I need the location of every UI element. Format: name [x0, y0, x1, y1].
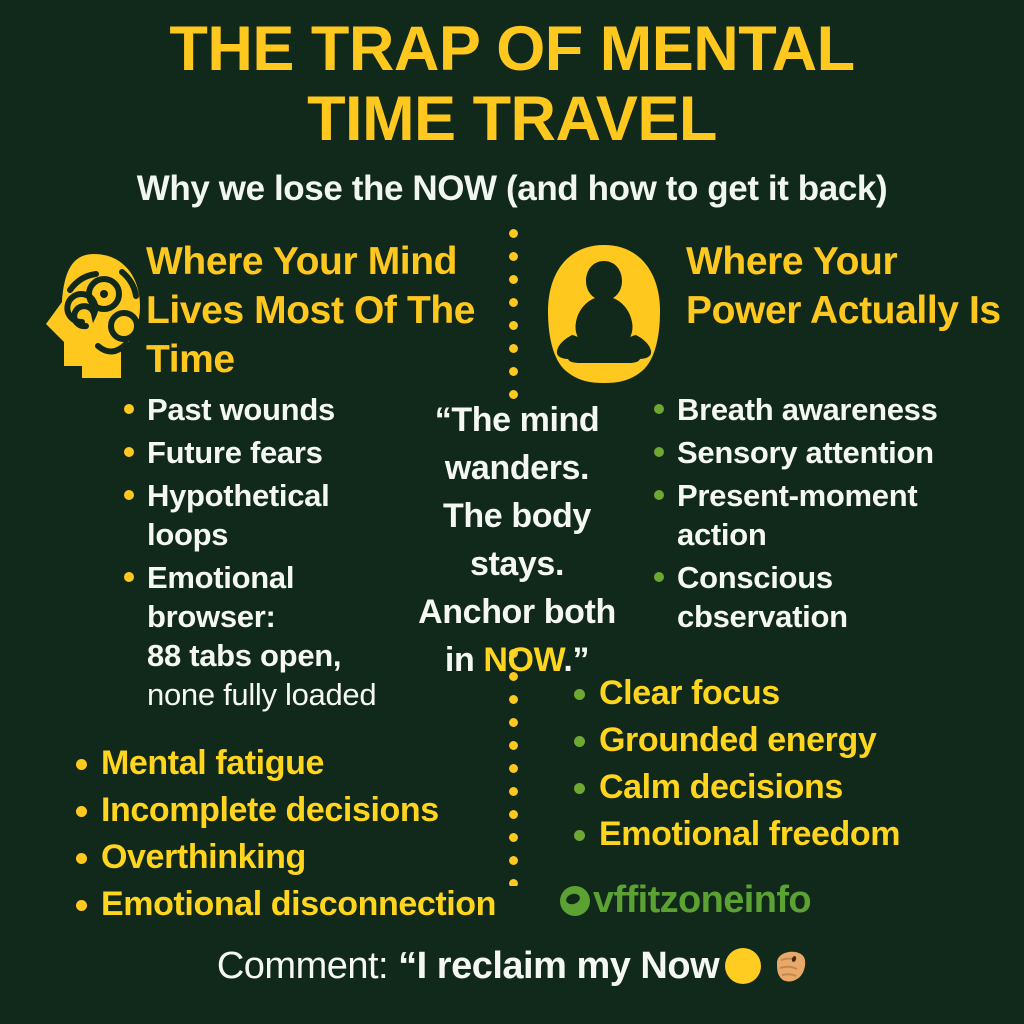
quote-line-5: in NOW.”	[392, 636, 642, 684]
watermark-handle: vffitzoneinfo	[558, 879, 812, 922]
footer-prefix: Comment:	[216, 945, 399, 987]
quote-line-1: “The mind	[434, 401, 600, 439]
left-column-heading: Where Your Mind Lives Most Of The Time	[146, 240, 476, 381]
emotional-browser-note: 88 tabs open,	[147, 638, 342, 673]
yellow-circle-emoji	[725, 948, 762, 984]
dotted-divider-bottom	[508, 648, 519, 886]
list-item: Past wounds	[118, 390, 403, 429]
list-item: Sensory attention	[648, 433, 993, 472]
list-item: Mental fatigue	[70, 740, 550, 787]
list-item: Calm decisions	[568, 764, 1008, 811]
left-consequences-list: Mental fatigue Incomplete decisions Over…	[70, 740, 550, 928]
list-item-label: Calm decisions	[599, 768, 843, 806]
list-item: Conscious cbservation	[648, 558, 993, 636]
left-mind-list: Past wounds Future fears Hypothetical lo…	[118, 390, 403, 718]
emotional-browser-note-2: none fully loaded	[147, 677, 377, 712]
list-item-label: Overthinking	[101, 838, 306, 876]
quote-now-highlight: NOW	[483, 641, 564, 679]
quote-suffix: .”	[563, 641, 590, 679]
list-item-label: Mental fatigue	[101, 744, 324, 782]
list-item-label: Hypothetical loops	[147, 478, 330, 552]
list-item: Clear focus	[568, 670, 1008, 717]
dotted-divider-top	[508, 228, 519, 410]
list-item-label: Emotional disconnection	[101, 885, 497, 923]
list-item: Breath awareness	[648, 390, 993, 429]
list-item: Present-moment action	[648, 476, 993, 554]
list-item: Incomplete decisions	[70, 787, 550, 834]
emotional-browser-label: Emotional browser:	[147, 560, 295, 634]
list-item-label: Grounded energy	[599, 721, 877, 759]
list-item-label: Present-moment action	[677, 478, 918, 552]
list-item: Emotional freedom	[568, 811, 1008, 858]
confused-head-icon	[36, 250, 151, 390]
quote-prefix: in	[444, 641, 484, 679]
list-item-label: Future fears	[147, 435, 323, 470]
title-line-1: THE TRAP OF MENTAL	[169, 14, 855, 84]
list-item-label: Clear focus	[599, 674, 780, 712]
quote-line-4: Anchor both	[418, 593, 616, 631]
quote-line-2: wanders.	[444, 449, 590, 487]
fist-emoji	[771, 947, 807, 982]
list-item-label: Breath awareness	[677, 392, 938, 427]
list-item-label: Past wounds	[147, 392, 335, 427]
page-subtitle: Why we lose the NOW (and how to get it b…	[136, 169, 888, 208]
list-item: Emotional disconnection	[70, 881, 550, 928]
quote-line-3: The body stays.	[443, 497, 591, 583]
center-quote: “The mind wanders. The body stays. Ancho…	[392, 396, 642, 684]
list-item: Grounded energy	[568, 717, 1008, 764]
right-column-heading: Where Your Power Actually Is	[686, 240, 1001, 332]
footer-comment: Comment: “I reclaim my Now	[0, 942, 1024, 990]
meditation-lotus-icon	[534, 243, 674, 385]
list-item: Overthinking	[70, 834, 550, 881]
list-item-label: Sensory attention	[677, 435, 934, 470]
footer-quote: “I reclaim my Now	[398, 945, 720, 987]
list-item: Future fears	[118, 433, 403, 472]
page-title: THE TRAP OF MENTAL TIME TRAVEL	[0, 14, 1024, 154]
right-power-list: Breath awareness Sensory attention Prese…	[648, 390, 993, 640]
list-item-label: Conscious cbservation	[677, 560, 848, 634]
list-item-emotional-browser: Emotional browser: 88 tabs open, none fu…	[118, 558, 403, 714]
list-item-label: Incomplete decisions	[101, 791, 439, 829]
watermark-text: vffitzoneinfo	[593, 879, 812, 921]
at-sign-icon	[558, 884, 592, 918]
list-item-label: Emotional freedom	[599, 815, 901, 853]
list-item: Hypothetical loops	[118, 476, 403, 554]
title-line-2: TIME TRAVEL	[307, 84, 717, 154]
right-benefits-list: Clear focus Grounded energy Calm decisio…	[568, 670, 1008, 858]
